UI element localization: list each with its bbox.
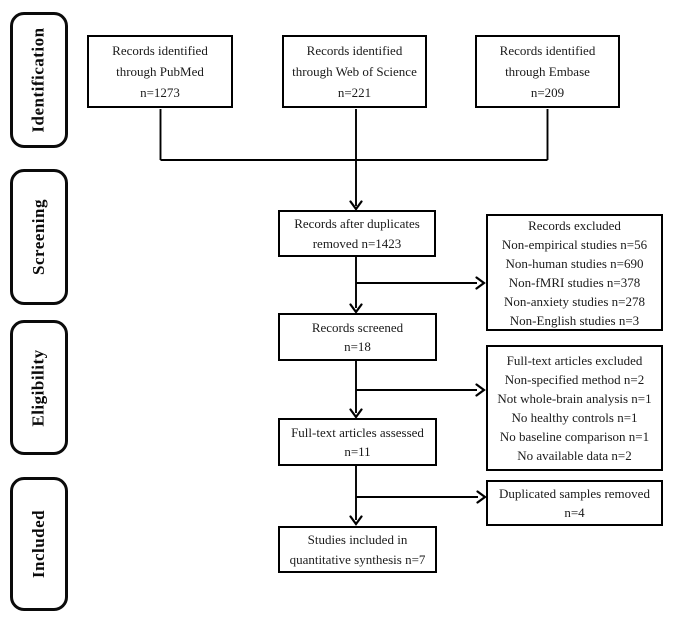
stage-eligibility: Eligibility [10,320,68,455]
stage-screening: Screening [10,169,68,305]
stage-identification: Identification [10,12,68,148]
box-duplicated-samples-removed: Duplicated samples removed n=4 [486,480,663,526]
box-records-after-duplicates-removed: Records after duplicates removed n=1423 [278,210,436,257]
box-fulltext-articles-excluded: Full-text articles excluded Non-specifie… [486,345,663,471]
stage-label: Eligibility [29,348,49,427]
box-records-identified-web-of-science: Records identified through Web of Scienc… [282,35,427,108]
stage-included: Included [10,477,68,611]
stage-label: Identification [29,27,49,133]
box-records-excluded: Records excluded Non-empirical studies n… [486,214,663,331]
flow-lines [159,109,549,520]
arrowheads [349,200,487,526]
box-records-identified-pubmed: Records identified through PubMed n=1273 [87,35,233,108]
box-studies-included-quantitative-synthesis: Studies included in quantitative synthes… [278,526,437,573]
stage-label: Included [29,509,48,579]
box-fulltext-articles-assessed: Full-text articles assessed n=11 [278,418,437,466]
box-records-screened: Records screened n=18 [278,313,437,361]
box-records-identified-embase: Records identified through Embase n=209 [475,35,620,108]
stage-label: Screening [29,199,48,275]
